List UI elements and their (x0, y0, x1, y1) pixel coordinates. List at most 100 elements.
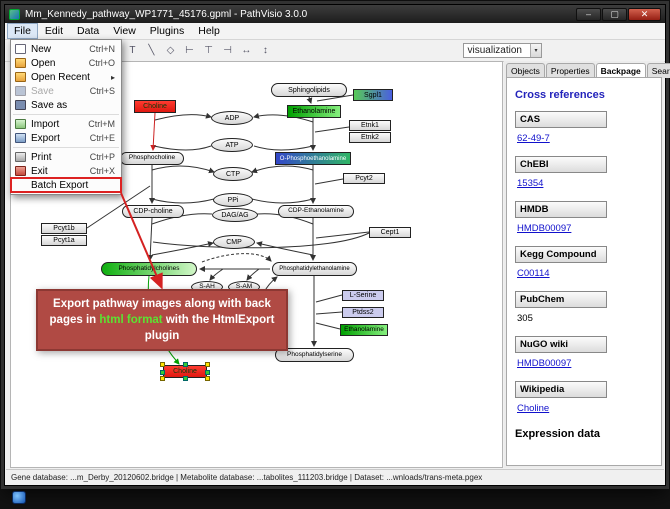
align-center-icon[interactable]: ⊤ (204, 45, 213, 56)
minimize-button[interactable]: – (576, 7, 601, 21)
pathway-node[interactable]: Choline (134, 100, 176, 113)
tab-objects[interactable]: Objects (506, 63, 545, 78)
align-left-icon[interactable]: ⊢ (185, 45, 194, 56)
selection-handle[interactable] (160, 369, 165, 375)
menu-item-shortcut: Ctrl+M (88, 119, 115, 129)
pathway-node[interactable]: Phosphocholine (120, 152, 184, 165)
pathway-node[interactable]: CDP-Ethanolamine (278, 205, 354, 218)
shape-tool-icon[interactable]: ◇ (166, 45, 175, 56)
selection-handle[interactable] (205, 362, 210, 367)
taskbar-icon[interactable] (12, 491, 26, 504)
xref-link[interactable]: C00114 (517, 268, 550, 279)
menu-item-label: Save as (31, 99, 68, 111)
align-right-icon[interactable]: ⊣ (223, 45, 232, 56)
pathway-node[interactable]: Ptdss2 (342, 307, 384, 318)
pathway-node[interactable]: CDP-choline (122, 205, 184, 218)
pathway-node[interactable]: Phosphatidylethanolamine (272, 262, 357, 276)
close-button[interactable]: ✕ (628, 7, 661, 21)
menu-item-label: Save (31, 85, 54, 97)
visualization-combo[interactable]: visualization (462, 43, 542, 58)
tab-backpage[interactable]: Backpage (595, 63, 646, 78)
label-tool-icon[interactable]: T (129, 45, 136, 56)
pathway-node[interactable]: CMP (213, 235, 255, 249)
tab-search[interactable]: Search (646, 63, 670, 78)
chevron-down-icon[interactable] (530, 44, 541, 57)
pathway-node[interactable]: Pcyt2 (343, 173, 385, 184)
menu-item-label: Batch Export (31, 179, 89, 191)
selection-handle[interactable] (160, 376, 165, 381)
xref-value: 305 (517, 313, 533, 324)
selection-handle[interactable] (205, 369, 210, 375)
pathway-node[interactable]: Phosphatidylserine (275, 348, 354, 362)
menu-item-shortcut: Ctrl+E (89, 133, 115, 143)
menu-file[interactable]: File (7, 23, 38, 39)
pathway-node[interactable]: Etnk1 (349, 120, 391, 131)
menu-plugins[interactable]: Plugins (149, 25, 185, 37)
selection-handle[interactable] (183, 362, 188, 367)
pathway-node[interactable]: ADP (211, 111, 253, 125)
maximize-button[interactable]: ▢ (602, 7, 627, 21)
pathway-node[interactable]: Phosphatidylcholines (101, 262, 197, 276)
pathway-node[interactable]: O-Phosphoethanolamine (275, 152, 351, 165)
menu-item-label: Exit (31, 165, 48, 177)
menu-edit[interactable]: Edit (44, 25, 64, 37)
pathway-node[interactable]: L-Serine (342, 290, 384, 301)
file-menu-item-open-recent[interactable]: Open Recent▸ (11, 70, 121, 84)
saveas-icon (15, 100, 26, 110)
menubar: File Edit Data View Plugins Help (5, 23, 665, 40)
menu-item-label: Open (31, 57, 56, 69)
line-tool-icon[interactable]: ╲ (148, 45, 155, 56)
menu-separator (13, 147, 119, 148)
file-menu-item-save-as[interactable]: Save as (11, 98, 121, 112)
pathway-node[interactable]: ATP (211, 138, 253, 152)
xref-link[interactable]: HMDB00097 (517, 223, 572, 234)
pathway-node[interactable]: Sgpl1 (353, 89, 393, 101)
xref-link[interactable]: 15354 (517, 178, 544, 189)
distribute-horizontal-icon[interactable]: ↔ (241, 45, 252, 56)
pathway-node[interactable]: Etnk2 (349, 132, 391, 143)
menu-item-label: Open Recent (31, 71, 90, 83)
xref-source-header: ChEBI (515, 156, 607, 173)
menu-view[interactable]: View (113, 25, 136, 37)
pathway-node[interactable]: CTP (213, 167, 253, 181)
file-menu-item-batch-export[interactable]: Batch Export (10, 177, 122, 193)
selection-handle[interactable] (160, 362, 165, 367)
distribute-vertical-icon[interactable]: ↕ (262, 45, 268, 56)
pathway-node[interactable]: Ethanolamine (287, 105, 341, 118)
selection-handle[interactable] (183, 376, 188, 381)
xref-link[interactable]: Choline (517, 403, 550, 414)
xref-link[interactable]: 62-49-7 (517, 133, 550, 144)
pathway-node[interactable]: PPi (213, 193, 253, 207)
menu-item-label: New (31, 43, 52, 55)
menu-data[interactable]: Data (77, 25, 100, 37)
tab-properties[interactable]: Properties (545, 63, 595, 78)
pathway-node[interactable]: Cept1 (369, 227, 411, 238)
xref-source-header: PubChem (515, 291, 607, 308)
menu-separator (13, 114, 119, 115)
xref-source-header: HMDB (515, 201, 607, 218)
pathway-node[interactable]: Sphingolipids (271, 83, 347, 97)
pathway-node[interactable]: Pcyt1b (41, 223, 87, 234)
pathway-node[interactable]: Ethanolamine (340, 324, 388, 336)
titlebar: Mm_Kennedy_pathway_WP1771_45176.gpml - P… (5, 5, 665, 23)
pathway-node[interactable]: Pcyt1a (41, 235, 87, 246)
open-icon (15, 72, 26, 82)
new-icon (15, 44, 26, 54)
window-title: Mm_Kennedy_pathway_WP1771_45176.gpml - P… (25, 8, 308, 20)
export-icon (15, 133, 26, 143)
menu-help[interactable]: Help (198, 25, 220, 37)
selection-handle[interactable] (205, 376, 210, 381)
annotation-text: with the HtmlExport plugin (144, 314, 275, 343)
sidebar: ObjectsPropertiesBackpageSearchLegend Cr… (504, 61, 670, 468)
pathway-node[interactable]: DAG/AG (212, 208, 258, 222)
xref-link[interactable]: HMDB00097 (517, 358, 572, 369)
app-icon (9, 8, 20, 20)
